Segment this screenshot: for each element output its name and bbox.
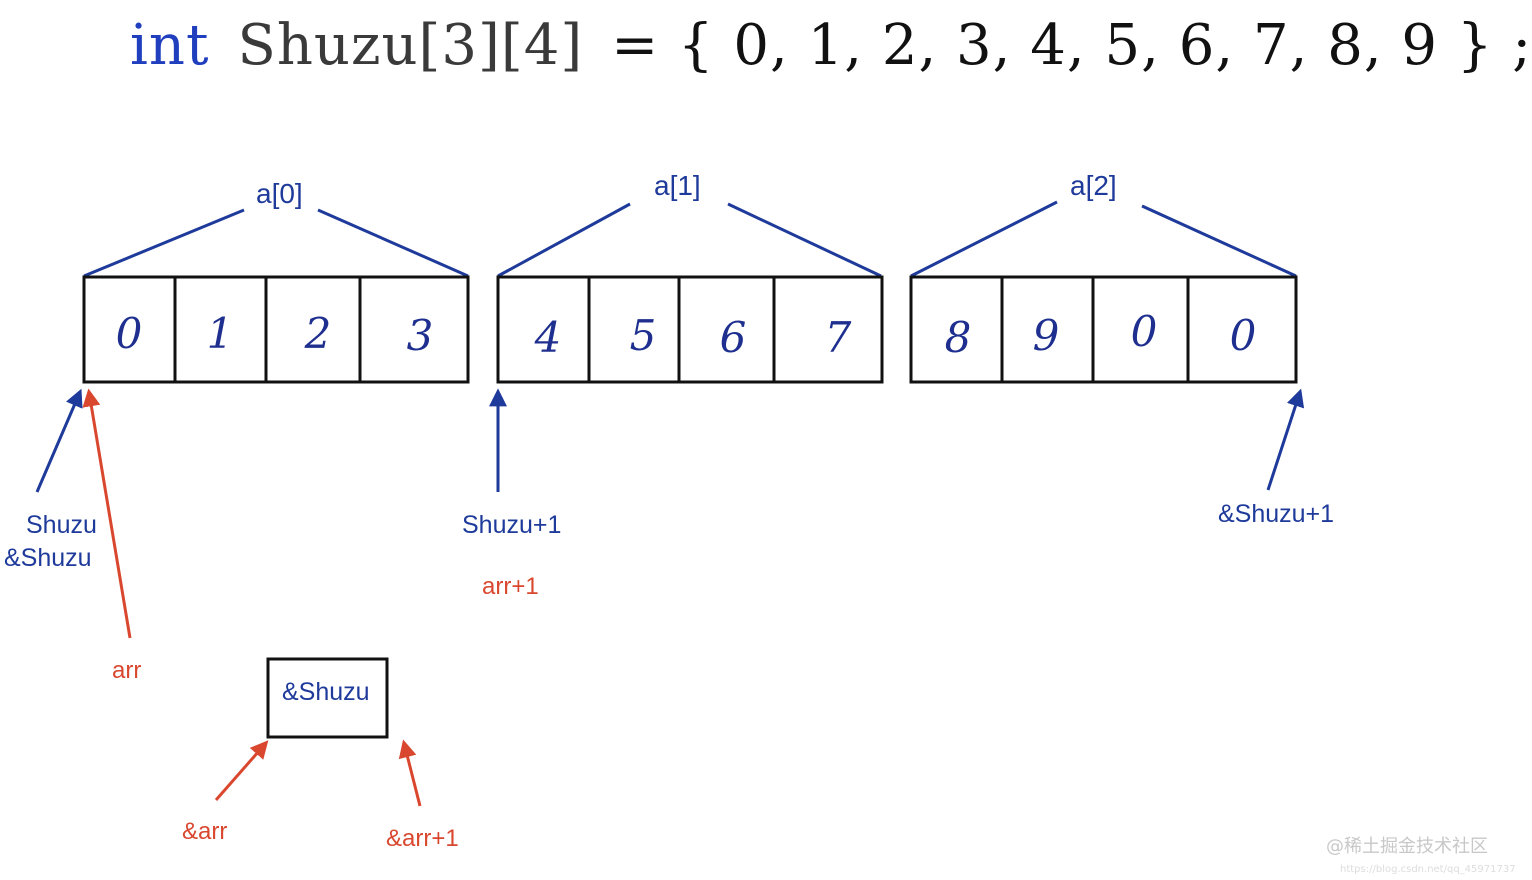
row-a1-bracket-left: [497, 202, 631, 278]
row-a1-bracket-right: [727, 202, 882, 278]
label-amp-arr-plus-1: &arr+1: [386, 825, 459, 852]
row-a0-cell-3: [358, 275, 470, 384]
watermark-url: https://blog.csdn.net/qq_45971737: [1340, 864, 1516, 875]
row-a2-cell-3: [1186, 275, 1298, 384]
amp-shuzu-box-label: &Shuzu: [282, 678, 370, 706]
row-a0-value-0: 0: [116, 309, 143, 358]
arrow-amp-shuzu-plus-1: [1266, 388, 1305, 491]
row-a0-value-3: 3: [407, 311, 434, 360]
row-a2-label: a[2]: [1070, 170, 1117, 201]
code-declaration: int Shuzu[3][4] = { 0, 1, 2, 3, 4, 5, 6, 7…: [130, 6, 1531, 86]
row-a2-value-3: 0: [1230, 311, 1257, 360]
code-initializer: = { 0, 1, 2, 3, 4, 5, 6, 7, 8, 9 } ;: [611, 13, 1532, 78]
row-a2-value-2: 0: [1131, 307, 1158, 356]
arrow-amp-arr: [214, 740, 269, 801]
row-a2-bracket-left: [910, 200, 1058, 278]
code-keyword: int: [130, 13, 210, 78]
amp-shuzu-box: [266, 657, 389, 739]
arrow-shuzu: [35, 388, 83, 493]
row-a1: a[1] 4 5 6 7: [496, 170, 884, 384]
label-shuzu: Shuzu: [26, 511, 97, 539]
row-a1-label: a[1]: [654, 170, 701, 201]
row-a0-bracket-left: [83, 208, 245, 278]
row-a0-bracket-right: [317, 208, 469, 278]
label-shuzu-plus-1: Shuzu+1: [462, 511, 561, 539]
row-a1-value-0: 4: [534, 313, 562, 362]
code-identifier: Shuzu[3][4]: [237, 13, 584, 78]
row-a2-value-1: 9: [1033, 311, 1060, 360]
row-a0-value-1: 1: [207, 309, 234, 358]
label-amp-shuzu: &Shuzu: [4, 544, 92, 572]
row-a1-cell-3: [772, 275, 884, 384]
row-a2: a[2] 8 9 0 0: [909, 170, 1298, 384]
row-a1-value-3: 7: [825, 313, 852, 362]
row-a1-value-1: 5: [630, 311, 657, 360]
label-amp-shuzu-plus-1: &Shuzu+1: [1218, 500, 1334, 528]
row-a2-value-0: 8: [945, 313, 972, 362]
label-arr: arr: [112, 657, 141, 684]
label-arr-plus-1: arr+1: [482, 573, 539, 600]
label-amp-arr: &arr: [182, 818, 227, 845]
row-a0-value-2: 2: [304, 309, 332, 358]
row-a2-bracket-right: [1141, 204, 1297, 278]
arrow-arr: [82, 388, 132, 639]
row-a1-value-2: 6: [720, 313, 747, 362]
watermark-text: @稀土掘金技术社区: [1326, 836, 1488, 857]
arrow-amp-arr-plus-1: [398, 739, 422, 807]
row-a0: a[0] 0 1 2 3: [82, 178, 470, 384]
row-a0-label: a[0]: [256, 178, 303, 209]
